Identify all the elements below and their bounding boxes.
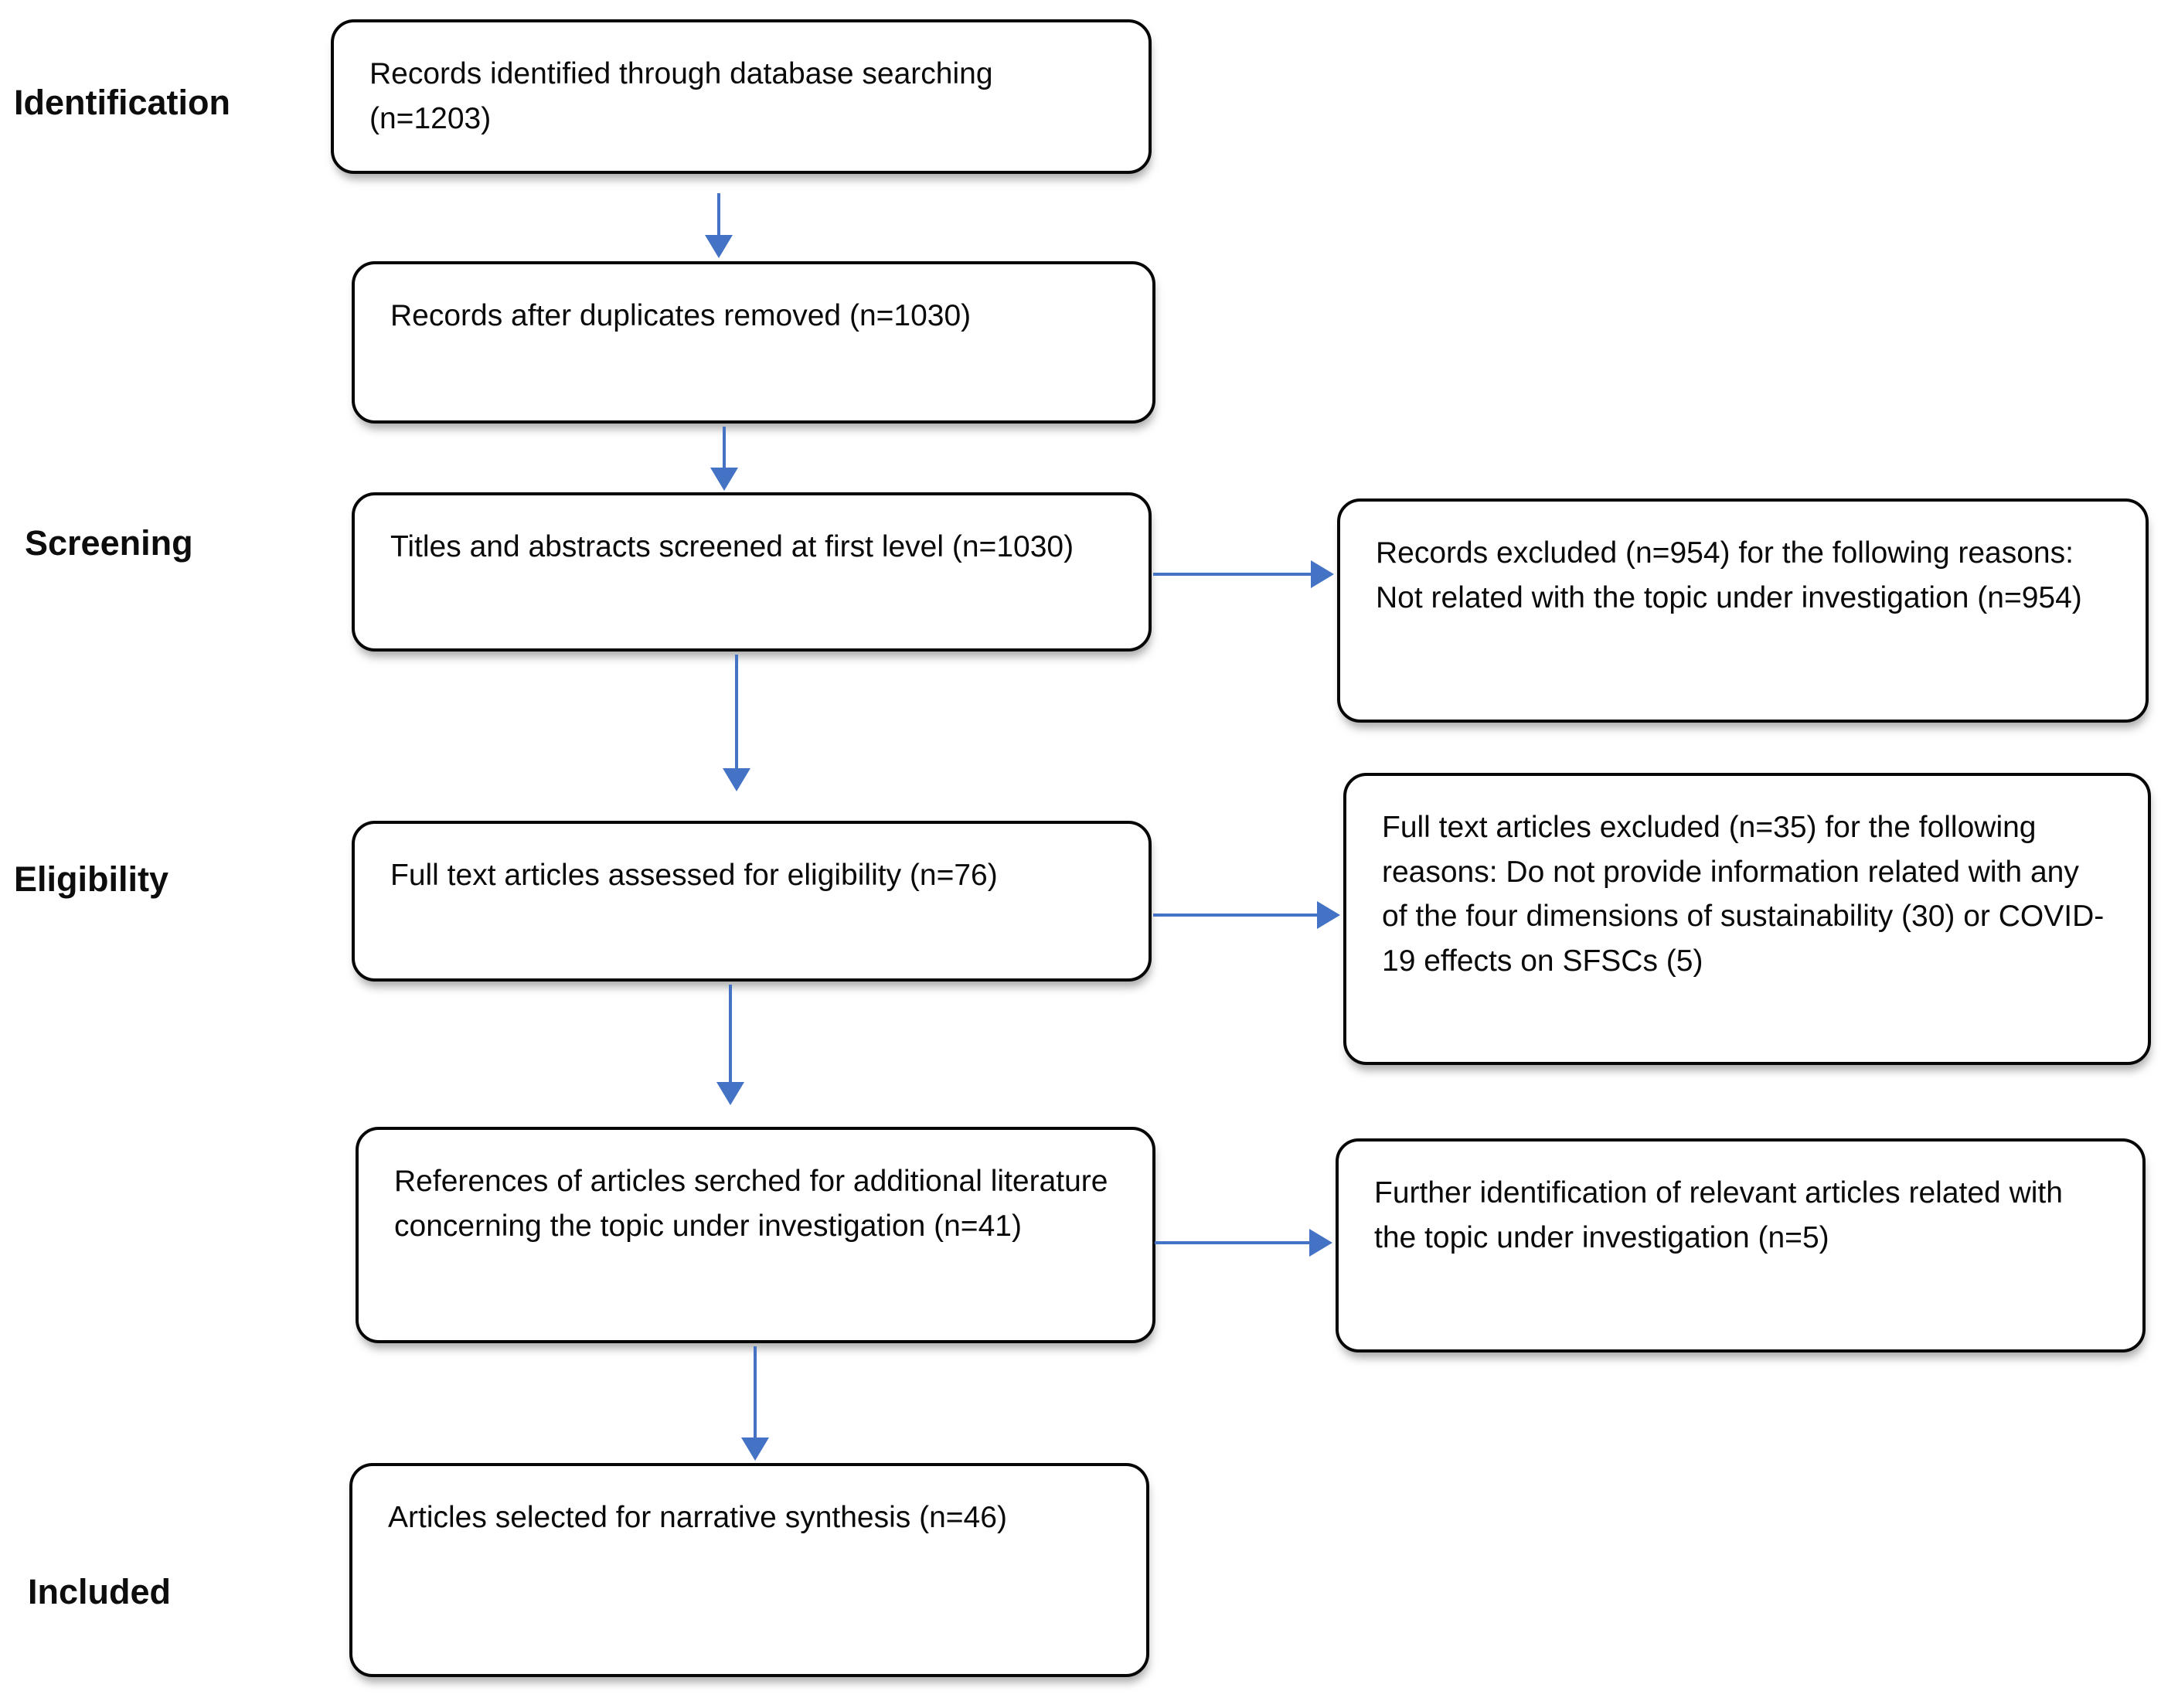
side-box-fulltext-excluded: Full text articles excluded (n=35) for t… [1343,773,2151,1065]
arrow-fulltext-to-references [716,985,744,1105]
arrowhead-right-icon [1311,560,1334,588]
side-box-fulltext-excluded-text: Full text articles excluded (n=35) for t… [1382,811,2105,978]
flow-box-titles-screened-text: Titles and abstracts screened at first l… [390,530,1074,563]
flow-box-references-searched-text: References of articles serched for addit… [394,1165,1108,1243]
arrow-line [1155,1241,1309,1244]
stage-label-included: Included [28,1572,172,1611]
side-box-records-excluded: Records excluded (n=954) for the followi… [1337,498,2149,723]
arrowhead-right-icon [1309,1229,1332,1257]
arrowhead-down-icon [716,1082,744,1105]
arrow-line [754,1346,757,1438]
arrow-line [723,427,726,468]
arrow-references-to-synthesis [741,1346,769,1461]
arrowhead-down-icon [710,468,738,491]
arrow-screened-to-fulltext [723,655,750,791]
flow-box-narrative-synthesis: Articles selected for narrative synthesi… [349,1463,1149,1677]
side-box-records-excluded-text: Records excluded (n=954) for the followi… [1376,536,2082,614]
arrow-identified-to-duplicates [705,193,733,258]
arrowhead-down-icon [705,235,733,258]
arrow-line [1153,573,1311,576]
flow-box-duplicates-removed-text: Records after duplicates removed (n=1030… [390,299,972,332]
flow-box-records-identified-text: Records identified through database sear… [369,57,993,135]
arrow-screened-to-excluded [1153,560,1334,588]
arrowhead-down-icon [741,1438,769,1461]
flow-box-references-searched: References of articles serched for addit… [356,1127,1155,1343]
arrow-line [735,655,738,768]
flow-box-titles-screened: Titles and abstracts screened at first l… [352,492,1152,652]
arrowhead-down-icon [723,768,750,791]
flow-box-fulltext-assessed-text: Full text articles assessed for eligibil… [390,859,998,892]
arrowhead-right-icon [1317,901,1340,929]
arrow-line [1153,914,1317,917]
stage-label-screening: Screening [25,523,193,563]
side-box-further-identification: Further identification of relevant artic… [1336,1138,2146,1352]
side-box-further-identification-text: Further identification of relevant artic… [1374,1176,2063,1254]
flow-box-fulltext-assessed: Full text articles assessed for eligibil… [352,821,1152,982]
arrow-duplicates-to-screened [710,427,738,491]
stage-label-identification: Identification [14,83,230,122]
arrow-references-to-further [1155,1229,1332,1257]
flow-box-duplicates-removed: Records after duplicates removed (n=1030… [352,261,1155,424]
stage-label-eligibility: Eligibility [14,859,169,899]
flow-box-records-identified: Records identified through database sear… [331,19,1152,174]
flow-box-narrative-synthesis-text: Articles selected for narrative synthesi… [388,1501,1007,1534]
arrow-line [717,193,720,235]
arrow-fulltext-to-excluded [1153,901,1340,929]
arrow-line [729,985,732,1082]
